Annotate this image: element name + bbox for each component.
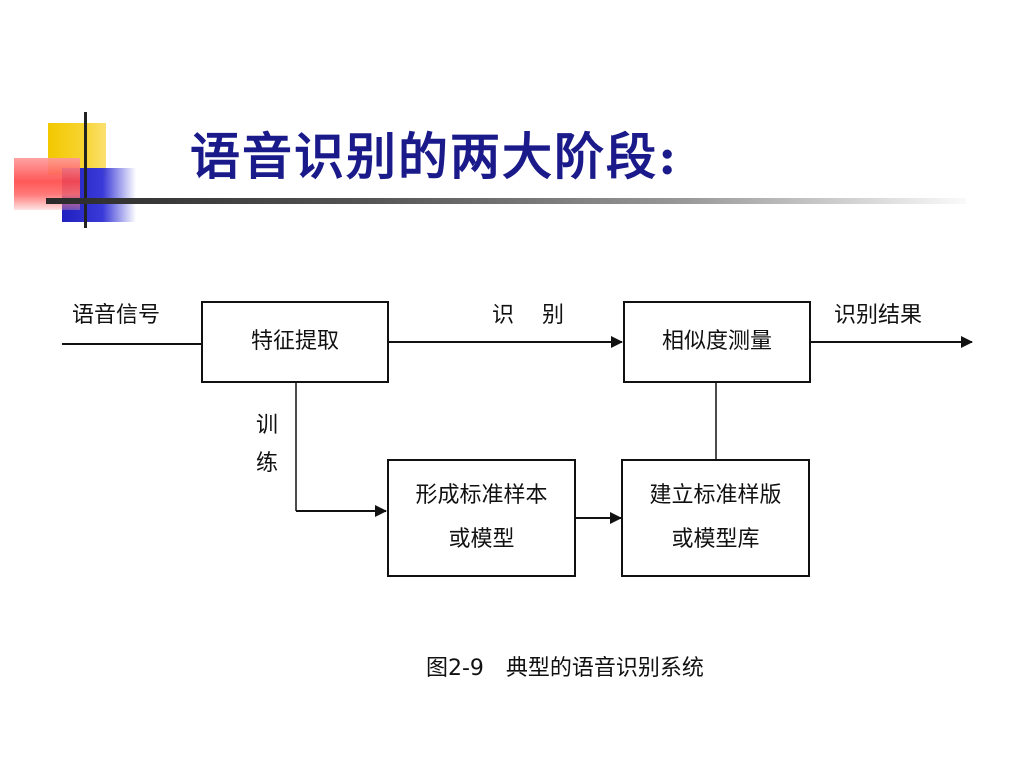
node-standard-sample: 形成标准样本 或模型 bbox=[387, 459, 576, 577]
node-standard-sample-line2: 或模型 bbox=[448, 527, 515, 552]
label-training: 训 练 bbox=[256, 407, 278, 483]
node-template-library-line1: 建立标准样版 bbox=[649, 483, 782, 508]
label-recognition: 识 别 bbox=[492, 303, 568, 328]
node-feature-extraction: 特征提取 bbox=[201, 301, 389, 383]
figure-caption: 图2-9 典型的语音识别系统 bbox=[426, 656, 704, 681]
label-input: 语音信号 bbox=[72, 303, 161, 328]
node-similarity: 相似度测量 bbox=[623, 301, 811, 383]
decor-vertical-line bbox=[84, 112, 87, 228]
node-standard-sample-line1: 形成标准样本 bbox=[415, 483, 548, 508]
slide-title: 语音识别的两大阶段: bbox=[190, 127, 679, 186]
label-output: 识别结果 bbox=[834, 303, 923, 328]
label-training-char1: 训 bbox=[256, 413, 279, 438]
title-underline bbox=[46, 198, 966, 204]
node-feature-extraction-label: 特征提取 bbox=[250, 329, 339, 354]
node-similarity-label: 相似度测量 bbox=[661, 329, 772, 354]
node-template-library-line2: 或模型库 bbox=[671, 527, 760, 552]
node-template-library: 建立标准样版 或模型库 bbox=[621, 459, 810, 577]
label-training-char2: 练 bbox=[256, 451, 279, 476]
